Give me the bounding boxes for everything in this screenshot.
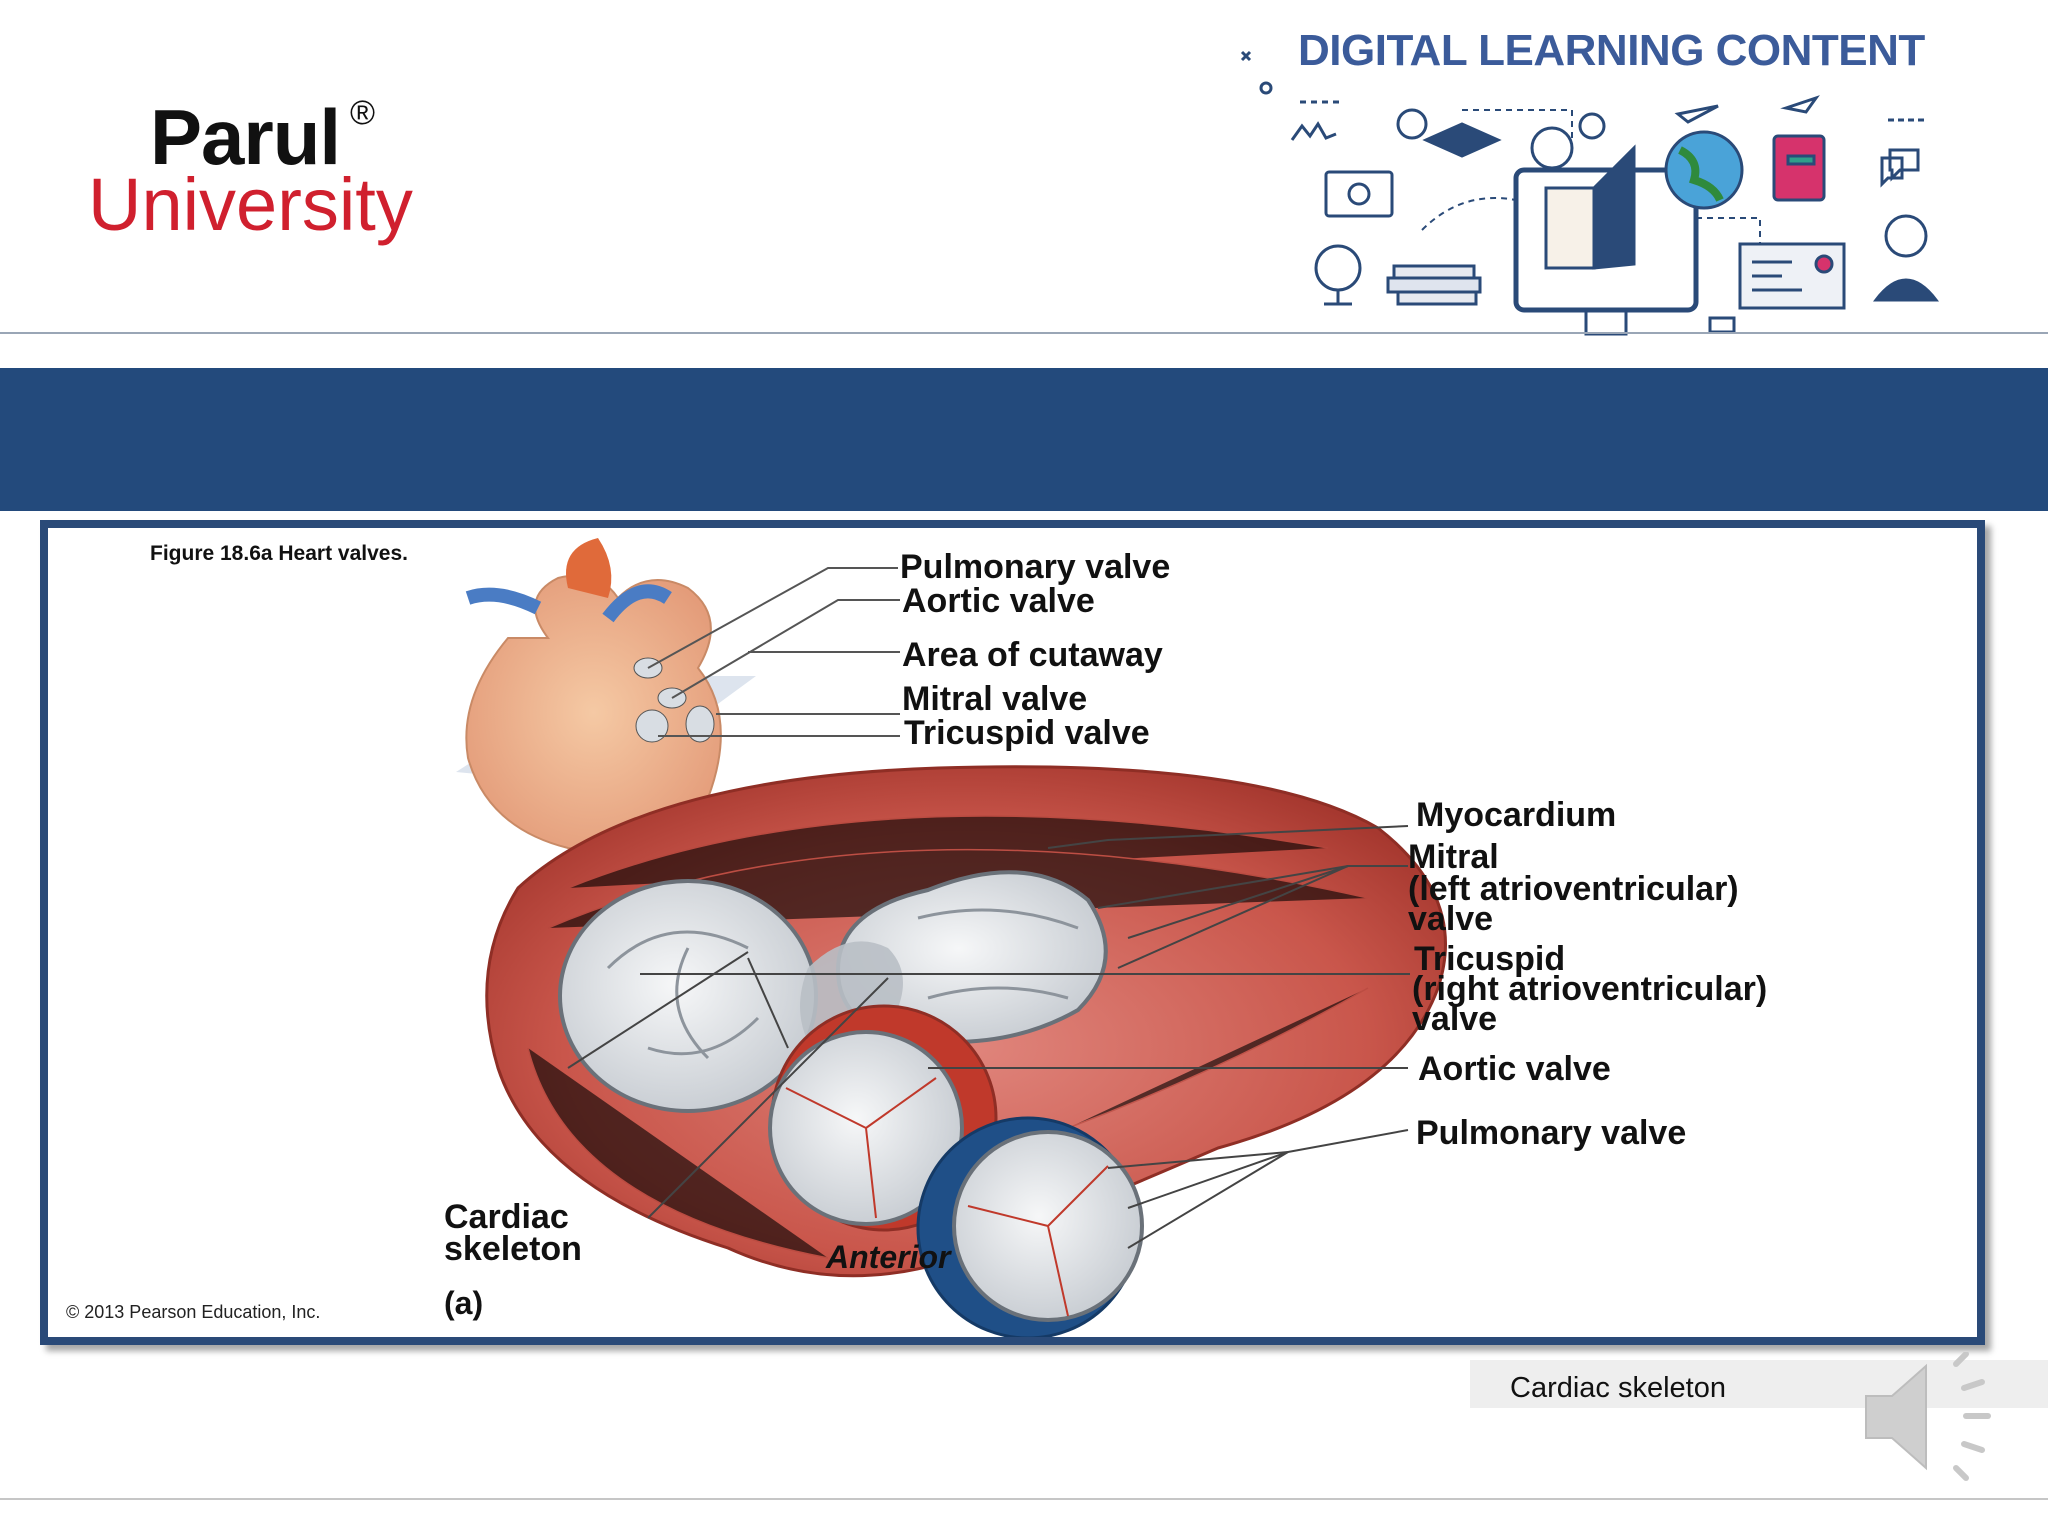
label-mitral-line2: (left atrioventricular) — [1408, 870, 1739, 908]
gear-small-icon — [1578, 112, 1606, 140]
label-mitral-line1: Mitral — [1408, 838, 1499, 876]
video-monitor-icon — [1324, 170, 1394, 218]
caption-text: Cardiac skeleton — [1510, 1372, 1726, 1404]
label-area-of-cutaway: Area of cutaway — [902, 636, 1163, 674]
footer-divider — [0, 1498, 2048, 1500]
globe-icon — [1314, 244, 1362, 292]
heart-valves-figure: Figure 18.6a Heart valves. Pulmonary val… — [66, 538, 1767, 1337]
speaker-icon[interactable] — [1860, 1352, 2010, 1482]
tricuspid-valve-shape — [558, 879, 818, 1113]
label-tricuspid-line3: valve — [1412, 1000, 1497, 1038]
chat-bubbles-icon — [1888, 148, 1920, 182]
title-banner — [0, 368, 2048, 511]
support-person-icon — [1884, 214, 1928, 258]
world-icon — [1664, 130, 1744, 210]
figure-frame: Figure 18.6a Heart valves. Pulmonary val… — [40, 520, 1985, 1345]
figure-title: Figure 18.6a Heart valves. — [150, 542, 408, 565]
label-tricuspid-line2: (right atrioventricular) — [1412, 970, 1767, 1008]
label-pulmonary-valve-top: Pulmonary valve — [900, 548, 1170, 586]
logo-name: Parul — [150, 93, 341, 181]
label-cardiac-skeleton-line1: Cardiac — [444, 1198, 569, 1236]
digital-learning-title: DIGITAL LEARNING CONTENT — [1298, 26, 1925, 75]
grade-badge-icon — [1396, 108, 1428, 140]
graduation-cap-icon — [1422, 122, 1502, 158]
header-divider — [0, 332, 2048, 334]
registered-mark: ® — [350, 94, 376, 132]
open-book-icon — [1592, 144, 1636, 270]
gear-icon — [1530, 126, 1574, 170]
label-aortic-valve-top: Aortic valve — [902, 582, 1095, 620]
panel-label: (a) — [444, 1285, 483, 1321]
briefcase-icon — [1708, 316, 1736, 334]
copyright-text: © 2013 Pearson Education, Inc. — [66, 1302, 320, 1322]
label-mitral-line3: valve — [1408, 900, 1493, 938]
books-icon — [1392, 264, 1476, 280]
university-logo: Parul ® University — [88, 92, 428, 252]
circle-mark-icon — [1259, 81, 1273, 95]
caption-bar — [1470, 1360, 2048, 1408]
paper-plane-icon — [1674, 104, 1719, 124]
label-mitral-valve-top: Mitral valve — [902, 680, 1087, 718]
label-aortic-valve: Aortic valve — [1418, 1050, 1611, 1088]
x-mark-icon — [1240, 50, 1252, 62]
digital-learning-illustration — [1240, 50, 1940, 336]
label-cardiac-skeleton-line2: skeleton — [444, 1230, 582, 1268]
computer-monitor-icon — [1513, 167, 1699, 313]
wave-icon — [1290, 121, 1337, 141]
myocardium-cutaway — [485, 765, 1447, 1337]
label-pulmonary-valve: Pulmonary valve — [1416, 1114, 1686, 1152]
label-myocardium: Myocardium — [1416, 796, 1616, 834]
label-tricuspid-valve-top: Tricuspid valve — [904, 714, 1150, 752]
label-anterior: Anterior — [825, 1239, 952, 1275]
label-tricuspid-line1: Tricuspid — [1414, 940, 1565, 978]
tablet-icon — [1772, 134, 1826, 202]
logo-subtitle: University — [88, 163, 413, 246]
